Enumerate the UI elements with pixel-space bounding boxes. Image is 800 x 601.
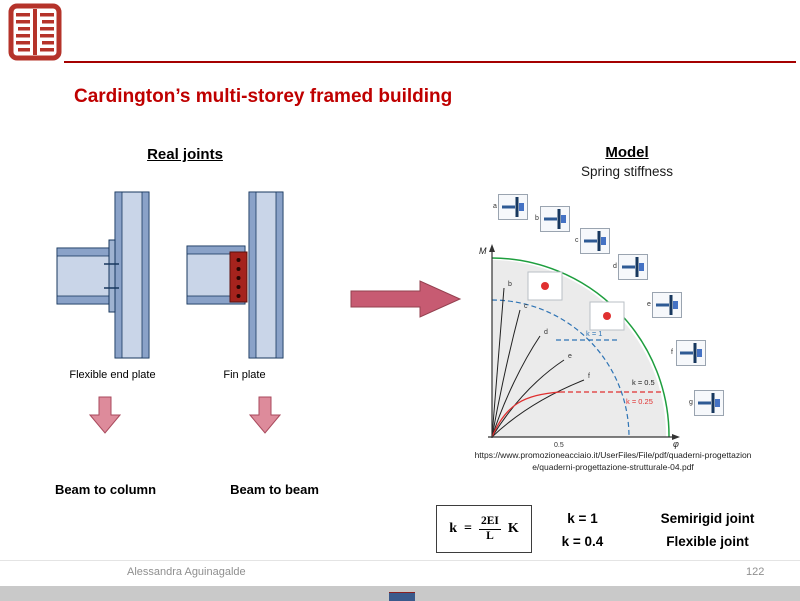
model-heading: Model xyxy=(605,144,649,161)
thumb-letter: e xyxy=(647,301,651,308)
joint-label-flexible-end-plate: Flexible end plate xyxy=(69,369,156,381)
joint-label-fin-plate: Fin plate xyxy=(223,369,266,381)
x-tick-label: 0.5 xyxy=(554,442,564,449)
curve-letter: b xyxy=(508,281,512,288)
curve-letter: f xyxy=(588,373,590,380)
annotation-k025: k = 0.25 xyxy=(626,397,653,406)
model-subheading: Spring stiffness xyxy=(580,164,674,179)
curve-letter: e xyxy=(568,353,572,360)
formula-lhs: k xyxy=(449,521,457,536)
caption-beam-to-beam: Beam to beam xyxy=(230,482,319,497)
page-title: Cardington’s multi-storey framed buildin… xyxy=(74,86,453,107)
fin-plate-drawing xyxy=(186,191,284,359)
annotation-k1: k = 1 xyxy=(586,329,602,338)
formula-fraction: 2EI L xyxy=(478,515,501,542)
joint-thumbnail-a xyxy=(498,194,528,220)
joint-thumbnail-g xyxy=(694,390,724,416)
curve-red xyxy=(491,391,561,438)
curve-letter: d xyxy=(544,329,548,336)
down-arrow-icon xyxy=(89,396,121,434)
curve-family xyxy=(491,287,585,438)
curve-letter: c xyxy=(524,303,528,310)
seal-logo xyxy=(8,3,62,61)
source-url: https://www.promozioneacciaio.it/UserFil… xyxy=(474,450,752,472)
thumb-letter: b xyxy=(535,215,539,222)
right-arrow-icon xyxy=(350,280,462,318)
down-arrow-icon xyxy=(249,396,281,434)
next-page-peek xyxy=(389,592,415,601)
y-axis-label: M xyxy=(479,246,487,256)
legend-label-flexible: Flexible joint xyxy=(666,534,749,549)
footer-rule xyxy=(0,560,800,561)
thumb-letter: f xyxy=(671,349,673,356)
red-dot-marker xyxy=(541,282,549,290)
x-axis-label: φ xyxy=(673,439,679,449)
page-number: 122 xyxy=(746,566,765,578)
x-axis-arrow xyxy=(672,434,680,440)
y-axis-arrow xyxy=(489,244,495,252)
legend-value-flexible: k = 0.4 xyxy=(561,534,604,549)
slide: Cardington’s multi-storey framed buildin… xyxy=(0,0,800,586)
thumb-letter: d xyxy=(613,263,617,270)
red-dot-marker xyxy=(603,312,611,320)
thumb-letter: g xyxy=(689,399,693,406)
flexible-end-plate-drawing xyxy=(56,191,150,359)
footer-author: Alessandra Aguinagalde xyxy=(127,566,246,578)
joint-legend: k = 1 Semirigid joint k = 0.4 Flexible j… xyxy=(540,511,790,549)
header-rule xyxy=(64,61,796,63)
joint-thumbnail-b xyxy=(540,206,570,232)
caption-beam-to-column: Beam to column xyxy=(54,482,157,497)
legend-label-semirigid: Semirigid joint xyxy=(660,511,755,526)
formula-factor: K xyxy=(507,521,519,536)
formula-numerator: 2EI xyxy=(478,515,501,530)
chart-fan-region xyxy=(492,260,667,437)
formula-equals: = xyxy=(464,521,472,536)
joint-thumbnail-c xyxy=(580,228,610,254)
stiffness-formula: k = 2EI L K xyxy=(436,505,532,553)
joint-thumbnail-d xyxy=(618,254,648,280)
thumb-letter: c xyxy=(575,237,579,244)
formula-denominator: L xyxy=(486,529,494,542)
real-joints-heading: Real joints xyxy=(147,146,223,163)
spring-stiffness-chart: M φ 0.5 k = 1 k = 0.5 k = 0.25 b c d e f… xyxy=(479,194,724,449)
joint-thumbnail-f xyxy=(676,340,706,366)
thumb-letter: a xyxy=(493,203,497,210)
legend-value-semirigid: k = 1 xyxy=(567,511,598,526)
annotation-k05: k = 0.5 xyxy=(632,378,655,387)
joint-thumbnail-e xyxy=(652,292,682,318)
